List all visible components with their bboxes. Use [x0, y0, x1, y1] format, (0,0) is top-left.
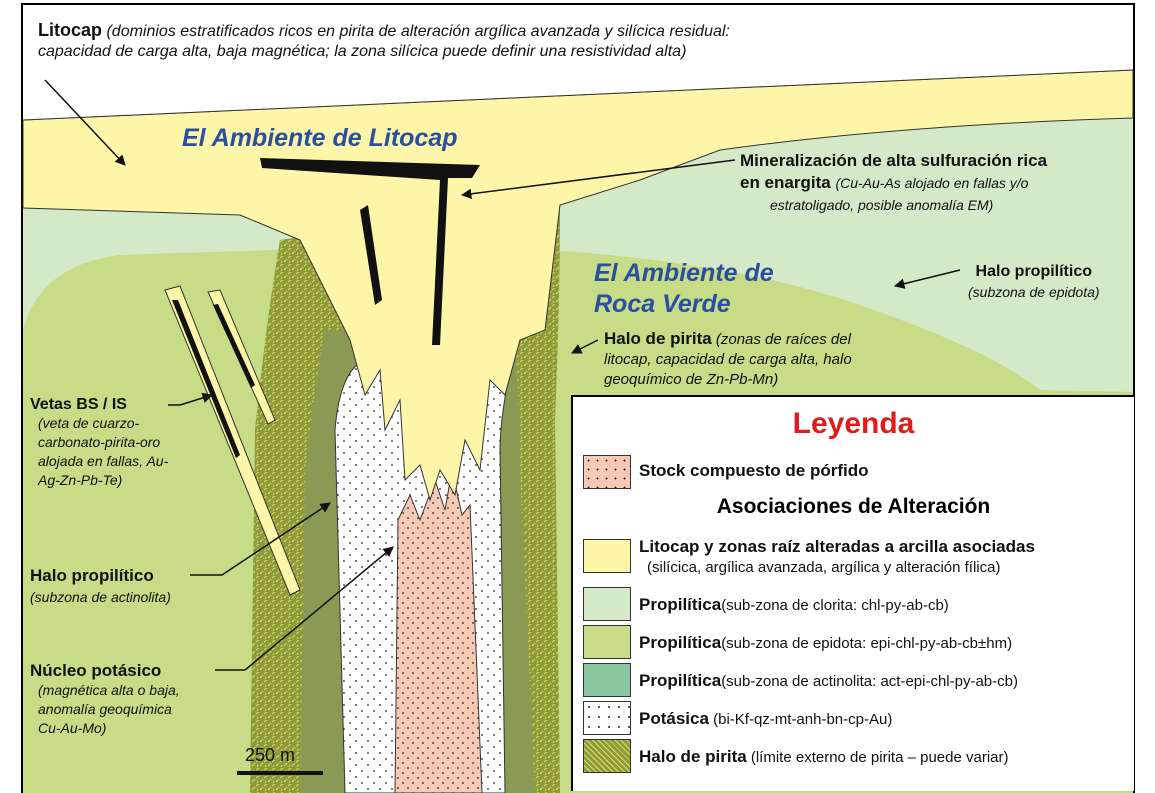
enargite-vein [260, 158, 480, 345]
arrow-nucleo-b [244, 546, 394, 671]
nucleo-desc-1: (magnética alta o baja, [38, 682, 180, 698]
legend-item-0-detail: (silícica, argílica avanzada, argílica y… [647, 559, 1001, 576]
swatch-pyrite [583, 739, 631, 773]
mineralizacion-title-1: Mineralización de alta sulfuración rica [740, 151, 1048, 170]
nucleo-title: Núcleo potásico [30, 661, 162, 680]
halo-pirita-title: Halo de pirita [604, 329, 712, 348]
halo-pirita-desc-3: geoquímico de Zn-Pb-Mn) [604, 371, 779, 388]
legend-item-epidota: Propilítica(sub-zona de epidota: epi-chl… [639, 633, 1012, 653]
swatch-potasica [583, 701, 631, 735]
legend-item-litocap: Litocap y zonas raíz alteradas a arcilla… [639, 537, 1035, 578]
litocap-label: Litocap (dominios estratificados ricos e… [38, 20, 1128, 62]
legend-item-1-name: Propilítica [639, 595, 722, 614]
vetas-label: Vetas BS / IS (veta de cuarzo- carbonato… [30, 395, 168, 490]
legend-subtitle: Asociaciones de Alteración [716, 495, 991, 518]
legend-item-1-detail: (sub-zona de clorita: chl-py-ab-cb) [721, 597, 949, 614]
vetas-desc-4: Ag-Zn-Pb-Te) [38, 472, 123, 488]
halo-actinolita-desc: (subzona de actinolita) [30, 589, 171, 605]
legend-item-0-name: Litocap y zonas raíz alteradas a arcilla… [639, 537, 1035, 556]
arrow-litocap [44, 79, 126, 166]
sky [23, 5, 1133, 120]
legend-item-4-detail: (bi-Kf-qz-mt-anh-bn-cp-Au) [713, 711, 893, 728]
vetas-title: Vetas BS / IS [30, 396, 127, 413]
vein-bs-is-1-core [172, 300, 240, 458]
swatch-actinolita [583, 663, 631, 697]
legend-item-5-name: Halo de pirita [639, 747, 747, 766]
porphyry-stock [394, 469, 483, 793]
mineralizacion-desc-2: estratoligado, posible anomalía EM) [770, 197, 994, 213]
litocap-desc-2: capacidad de carga alta, baja magnética;… [38, 43, 687, 60]
legend-title: Leyenda [792, 407, 915, 440]
vein-small [360, 205, 382, 305]
vetas-desc-1: (veta de cuarzo- [38, 415, 140, 431]
litocap-layer [22, 69, 1134, 502]
mineralizacion-title-2: en enargita [740, 173, 831, 192]
legend-item-pyrite: Halo de pirita (límite externo de pirita… [639, 747, 1008, 767]
env-roca-verde-label: El Ambiente de Roca Verde [594, 258, 774, 320]
env-litocap-label: El Ambiente de Litocap [182, 124, 458, 152]
legend-item-2-detail: (sub-zona de epidota: epi-chl-py-ab-cb±h… [721, 635, 1013, 652]
legend-item-actinolita: Propilítica(sub-zona de actinolita: act-… [639, 671, 1018, 691]
arrow-halo-pirita [571, 339, 599, 354]
env-roca-verde-2: Roca Verde [594, 290, 731, 318]
mineralizacion-label: Mineralización de alta sulfuración rica … [740, 150, 1047, 216]
swatch-clorita [583, 587, 631, 621]
arrow-actinolita-b [221, 502, 331, 576]
litocap-desc-1: (dominios estratificados ricos en pirita… [106, 23, 730, 40]
arrow-vetas-b [179, 392, 214, 406]
vein-bs-is-2-core [213, 304, 255, 388]
legend-item-4-name: Potásica [639, 709, 709, 728]
halo-pirita-label: Halo de pirita (zonas de raíces del lito… [604, 329, 852, 390]
legend-stock-label: Stock compuesto de pórfido [639, 461, 869, 480]
nucleo-desc-3: Cu-Au-Mo) [38, 720, 107, 736]
halo-epidota-title: Halo propilítico [975, 263, 1092, 280]
env-roca-verde-1: El Ambiente de [594, 259, 774, 287]
arrow-mineralizacion [460, 159, 736, 200]
legend-item-3-name: Propilítica [639, 671, 722, 690]
vetas-desc-3: alojada en fallas, Au- [38, 453, 169, 469]
legend-item-2-name: Propilítica [639, 633, 722, 652]
legend-item-3-detail: (sub-zona de actinolita: act-epi-chl-py-… [721, 673, 1018, 690]
litocap-title: Litocap [38, 20, 103, 40]
halo-actinolita-label: Halo propilítico (subzona de actinolita) [30, 566, 171, 608]
vetas-desc-2: carbonato-pirita-oro [38, 434, 161, 450]
nucleo-label: Núcleo potásico (magnética alta o baja, … [30, 661, 180, 738]
legend-item-clorita: Propilítica(sub-zona de clorita: chl-py-… [639, 595, 949, 615]
swatch-litocap [583, 539, 631, 573]
arrow-halo-epidota [893, 269, 961, 289]
halo-actinolita-title: Halo propilítico [30, 566, 154, 585]
halo-epidota-desc: (subzona de epidota) [968, 284, 1100, 300]
swatch-epidota [583, 625, 631, 659]
mineralizacion-desc-1: (Cu-Au-As alojado en fallas y/o [835, 175, 1029, 191]
halo-pirita-desc-2: litocap, capacidad de carga alta, halo [604, 351, 852, 368]
halo-epidota-label: Halo propilítico (subzona de epidota) [968, 262, 1100, 303]
scale-label: 250 m [245, 745, 296, 765]
legend-item-potasica: Potásica (bi-Kf-qz-mt-anh-bn-cp-Au) [639, 709, 892, 729]
swatch-stock [583, 455, 631, 489]
halo-pirita-desc-1: (zonas de raíces del [715, 331, 851, 348]
nucleo-desc-2: anomalía geoquímica [38, 701, 172, 717]
legend: Leyenda Stock compuesto de pórfido Asoci… [571, 395, 1134, 791]
legend-item-5-detail: (límite externo de pirita – puede variar… [750, 749, 1009, 766]
legend-stock: Stock compuesto de pórfido [639, 461, 869, 481]
